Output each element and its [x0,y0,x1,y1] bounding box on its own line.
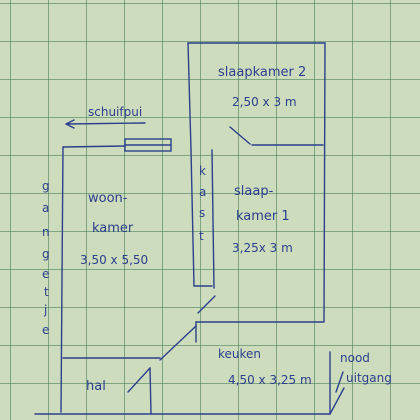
wall-top-left [62,145,126,148]
room-slaapkamer1-dims: 3,25x 3 m [232,241,293,255]
gangetje-letter: j [43,303,47,317]
schuifpui-arrow [65,119,146,129]
door-slaapkamer1 [197,295,216,314]
door-slaapkamer2 [229,126,251,145]
gangetje-letter: g [42,179,50,193]
room-slaapkamer2-dims: 2,50 x 3 m [232,95,297,109]
kast-letter: t [199,229,204,243]
room-slaapkamer1-label-2: kamer 1 [236,209,290,224]
door-nooduitgang [329,387,345,415]
room-woonkamer-label-1: woon- [88,191,128,206]
wall-kast-right [211,149,215,289]
room-keuken-label: keuken [218,347,261,361]
room-hal-label: hal [86,379,106,394]
room-woonkamer-dims: 3,50 x 5,50 [80,253,148,267]
wall-hal-right [149,367,152,415]
room-slaapkamer1-label-1: slaap- [234,184,274,199]
gangetje-letter: e [42,267,49,281]
kast-letter: a [199,185,206,199]
door-keuken [159,325,197,361]
room-keuken-dims: 4,50 x 3,25 m [228,373,312,387]
wall-slaapkamer2-left [187,42,192,151]
gangetje-letter: e [42,323,49,337]
gangetje-letter: t [44,285,49,299]
wall-left-outer [60,146,64,413]
gangetje-letter: n [42,225,50,239]
nooduitgang-label-2: uitgang [346,371,392,385]
wall-slaapkamer2-right [323,42,326,323]
gangetje-letter: a [42,201,49,215]
gangetje-letter: g [42,247,50,261]
schuifpui-label: schuifpui [88,105,142,119]
room-woonkamer-label-2: kamer [92,221,134,236]
nooduitgang-pointer [335,371,344,393]
kast-letter: s [199,206,205,220]
nooduitgang-label-1: nood [340,351,370,365]
wall-kast-left [190,149,195,287]
door-hal [127,367,151,393]
kast-letter: k [199,164,206,178]
room-slaapkamer2-label: slaapkamer 2 [218,65,306,80]
